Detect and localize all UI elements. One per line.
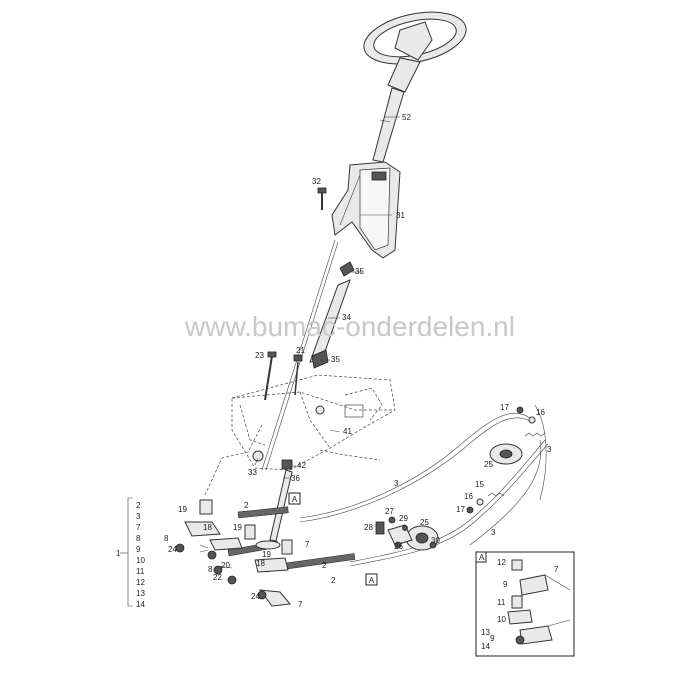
bolt-32 [317, 187, 327, 210]
callout-35: 35 [355, 267, 364, 276]
callout-17-lower: 17 [456, 505, 465, 514]
pulley-upper [489, 443, 523, 465]
group-item: 11 [136, 567, 145, 576]
steering-wheel [363, 11, 467, 93]
leader-lines [254, 116, 400, 479]
group-item: 14 [136, 600, 145, 609]
group-item: 8 [136, 534, 141, 543]
callout-35-lower: 35 [331, 355, 340, 364]
callout-16: 16 [536, 408, 545, 417]
marker-a-lower-label: A [369, 576, 375, 585]
callout-2-lower: 2 [331, 576, 336, 585]
callout-d10: 10 [497, 615, 506, 624]
callout-15: 15 [475, 480, 484, 489]
marker-a-upper-label: A [292, 495, 298, 504]
callout-23: 23 [255, 351, 264, 360]
callout-32: 32 [312, 177, 321, 186]
callout-42: 42 [297, 461, 306, 470]
group-item: 2 [136, 501, 141, 510]
callout-2-mid: 2 [322, 561, 327, 570]
chassis-frame [231, 374, 396, 471]
callout-31: 31 [396, 211, 405, 220]
callout-8-lower: 8 [208, 565, 213, 574]
chain-assembly [175, 499, 356, 607]
callout-7-lower: 7 [298, 600, 303, 609]
callout-18: 18 [203, 523, 212, 532]
callout-d11: 11 [497, 598, 506, 607]
marker-a-lower [365, 573, 378, 586]
marker-a-upper [288, 492, 301, 505]
callout-d9-lower: 9 [490, 634, 495, 643]
callout-18-lower: 18 [256, 559, 265, 568]
callout-16-lower: 16 [464, 492, 473, 501]
callout-30: 30 [431, 536, 440, 545]
group-item: 9 [136, 545, 141, 554]
group-item: 3 [136, 512, 141, 521]
group-item: 7 [136, 523, 141, 532]
callout-d14: 14 [481, 642, 490, 651]
column-bracket [331, 161, 401, 259]
steering-column [372, 87, 405, 163]
callout-3: 3 [394, 479, 399, 488]
callout-20: 20 [221, 561, 230, 570]
group-label: 1 [116, 549, 121, 558]
group-bracket [120, 497, 133, 607]
callout-19: 19 [178, 505, 187, 514]
springs [466, 406, 546, 514]
group-item: 12 [136, 578, 145, 587]
group-item: 10 [136, 556, 145, 565]
callout-detail-a: A [479, 553, 485, 562]
callout-41: 41 [343, 427, 352, 436]
callout-7: 7 [305, 540, 310, 549]
callout-24-lower: 24 [251, 592, 260, 601]
cables [299, 404, 549, 567]
callouts: 52 32 31 35 34 23 21 35 41 33 42 36 3 17… [116, 113, 559, 651]
callout-8: 8 [164, 534, 169, 543]
callout-22: 22 [213, 573, 222, 582]
callout-27: 27 [385, 507, 394, 516]
callout-19-right: 19 [262, 550, 271, 559]
callout-26: 26 [394, 542, 403, 551]
callout-d7: 7 [554, 565, 559, 574]
callout-17: 17 [500, 403, 509, 412]
idler-bracket [375, 516, 437, 549]
callout-2: 2 [244, 501, 249, 510]
callout-33: 33 [248, 468, 257, 477]
callout-19-mid: 19 [233, 523, 242, 532]
callout-21: 21 [296, 346, 305, 355]
callout-3-lower: 3 [491, 528, 496, 537]
callout-3-right: 3 [547, 445, 552, 454]
callout-52: 52 [402, 113, 411, 122]
callout-29: 29 [399, 514, 408, 523]
group-item: 13 [136, 589, 145, 598]
callout-d13: 13 [481, 628, 490, 637]
callout-25-lower: 25 [420, 518, 429, 527]
callout-d12: 12 [497, 558, 506, 567]
callout-24: 24 [168, 545, 177, 554]
callout-36: 36 [291, 474, 300, 483]
watermark: www.bumac-onderdelen.nl [184, 311, 515, 342]
callout-d9: 9 [503, 580, 508, 589]
callout-28: 28 [364, 523, 373, 532]
callout-25: 25 [484, 460, 493, 469]
callout-34: 34 [342, 313, 351, 322]
detail-a-inset [475, 551, 575, 657]
